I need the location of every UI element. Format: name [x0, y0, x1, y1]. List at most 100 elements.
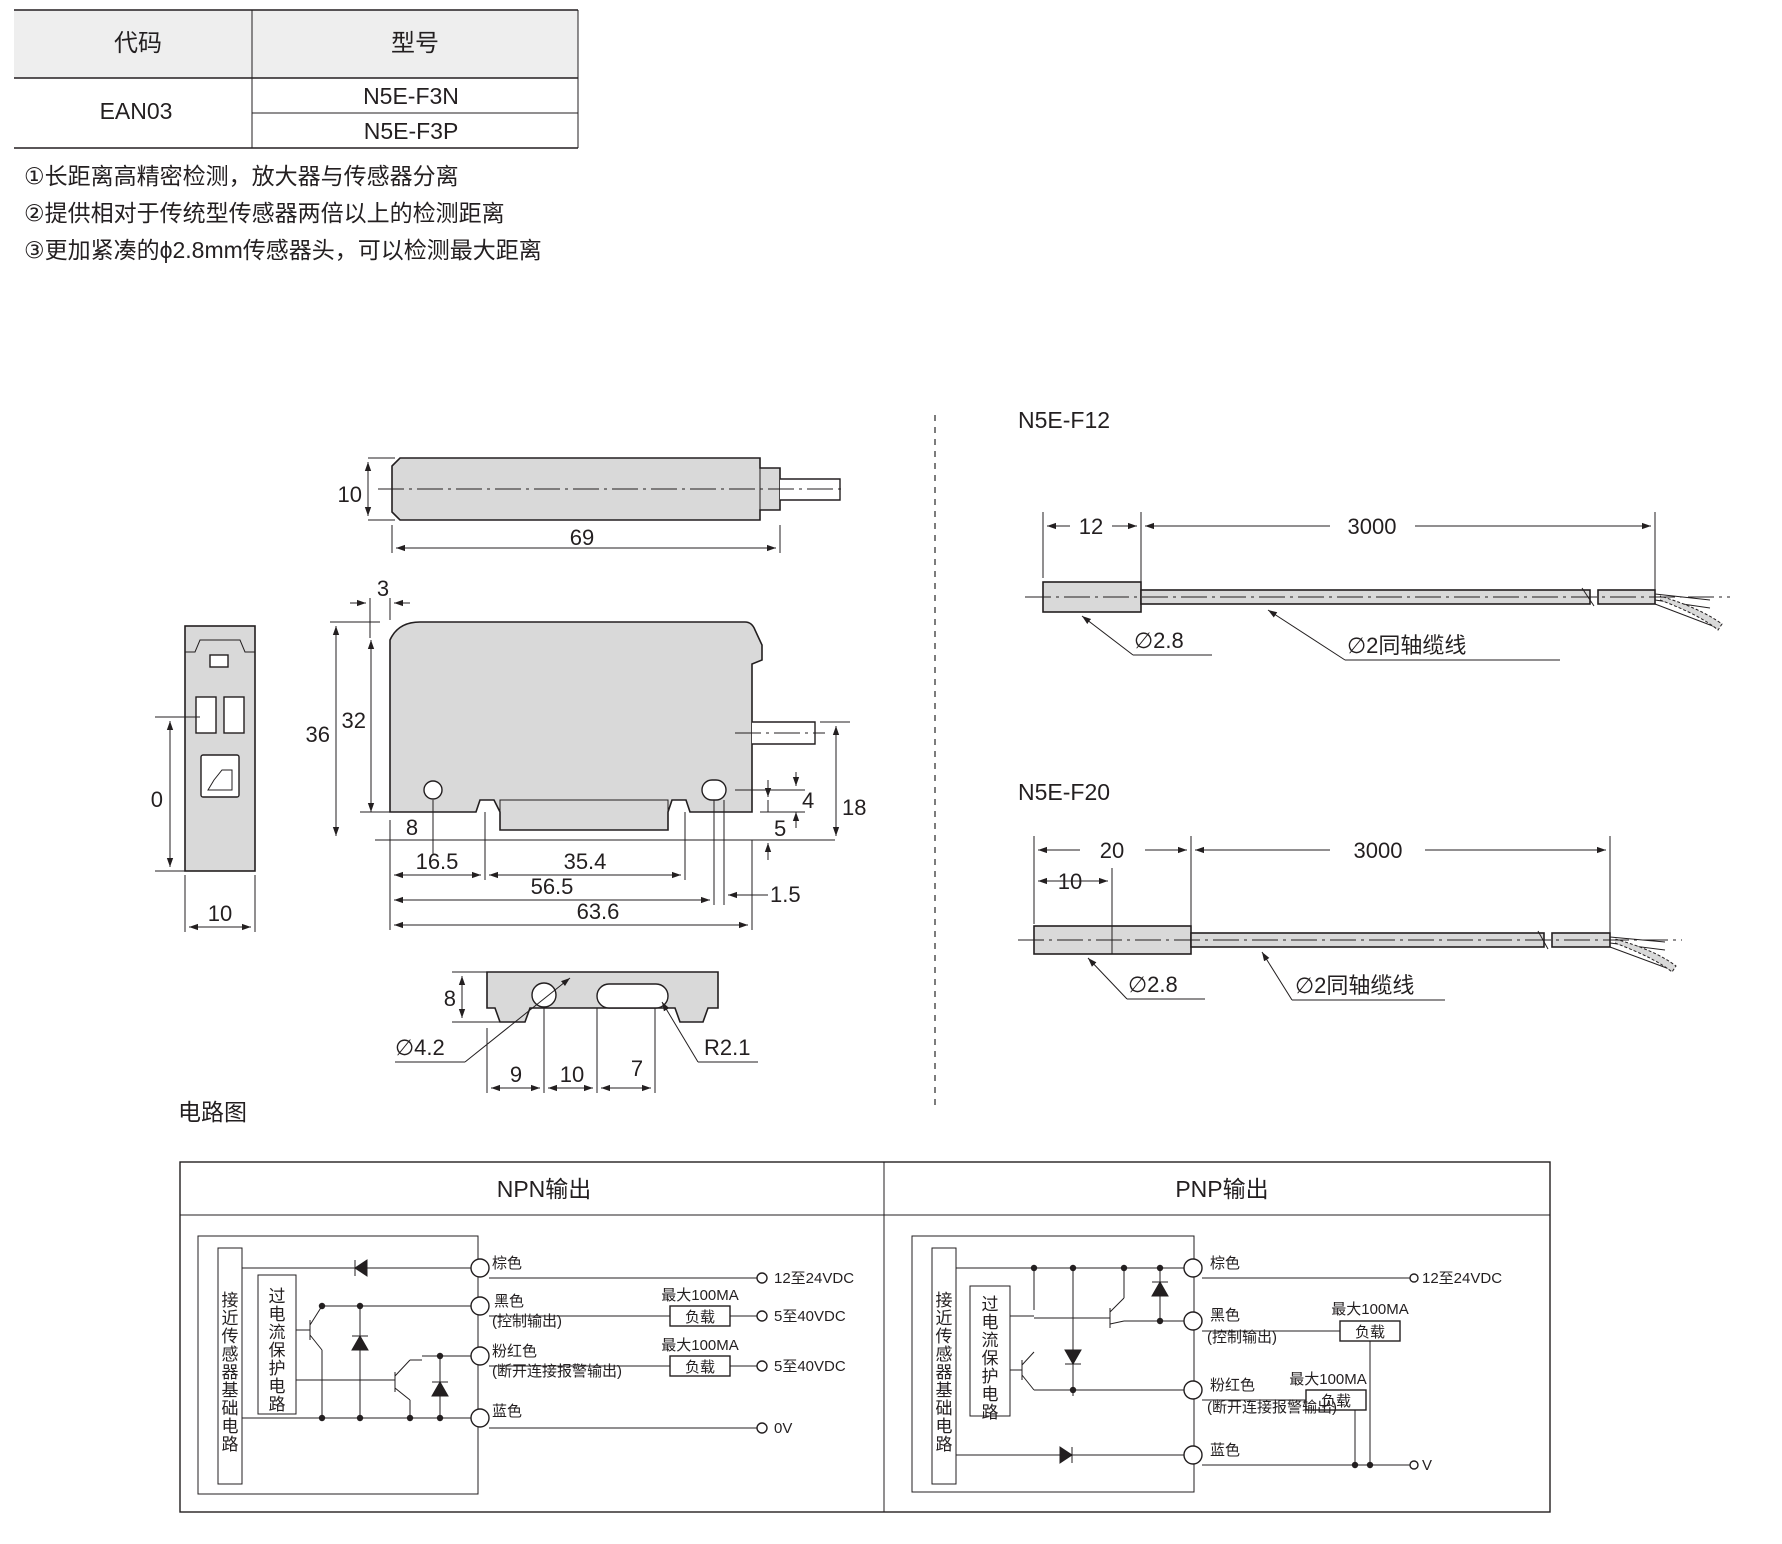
pnp-circuit: 接近传感器基础电路 过电流保护电路 — [911, 1235, 1502, 1493]
dim-hole-offset: 8 — [406, 815, 418, 840]
sensor-cable — [1140, 589, 1591, 605]
dim-63-6: 63.6 — [577, 899, 620, 924]
npn-protect-label: 过电流保护电路 — [269, 1287, 286, 1414]
dim-7: 7 — [631, 1056, 643, 1081]
voltage-label: 0V — [774, 1420, 792, 1437]
mount-hole — [423, 780, 443, 800]
dim-56-5: 56.5 — [531, 874, 574, 899]
feature-item: ①长距离高精密检测，放大器与传感器分离 — [24, 163, 459, 189]
sensor-f12: N5E-F12 12 3000 ∅2.8 ∅2同轴缆线 — [1018, 407, 1730, 661]
wire-pink-note: (断开连接报警输出) — [492, 1363, 622, 1380]
npn-header: NPN输出 — [497, 1176, 592, 1202]
dim-foot-height: 5 — [774, 816, 786, 841]
dim-side-height: 0 — [151, 787, 163, 812]
amplifier-side-body — [184, 625, 256, 872]
dim-side-width: 10 — [208, 901, 232, 926]
dim-hole-height: 4 — [802, 788, 814, 813]
feature-item: ③更加紧凑的ϕ2.8mm传感器头，可以检测最大距离 — [24, 237, 542, 263]
display-digit — [195, 696, 217, 734]
display-digit — [223, 696, 245, 734]
voltage-label: 5至40VDC — [774, 1358, 846, 1375]
npn-circuit: 接近传感器基础电路 过电流保护电路 — [197, 1235, 854, 1495]
dim-hole-dia: ∅4.2 — [395, 1035, 445, 1060]
voltage-label: 5至40VDC — [774, 1308, 846, 1325]
wire-pink: 粉红色 — [1210, 1377, 1255, 1394]
load-label: 负载 — [1355, 1324, 1385, 1341]
load-label: 负载 — [1321, 1393, 1351, 1410]
dim-head-dia: ∅2.8 — [1134, 628, 1184, 653]
wire-pink: 粉红色 — [492, 1343, 537, 1360]
feature-clip: ③更加紧凑的ϕ2.8mm传感器头，可以检测最大距离 — [24, 237, 542, 263]
side-view: 0 10 — [151, 625, 256, 932]
dim-chamfer: 3 — [377, 576, 389, 601]
sensor-symbol-icon — [200, 754, 240, 798]
dim-radius: R2.1 — [704, 1035, 750, 1060]
max-current: 最大100MA — [661, 1287, 739, 1304]
voltage-label: 12至24VDC — [1422, 1270, 1502, 1287]
table-header-code: 代码 — [114, 30, 162, 57]
dim-height: 36 — [306, 722, 330, 747]
front-view: 36 32 3 18 4 5 8 16.5 35.4 56.5 1.5 — [306, 576, 866, 930]
dim-body-height: 32 — [342, 708, 366, 733]
bottom-view: 8 ∅4.2 9 10 7 R2.1 — [395, 971, 758, 1093]
dim-cable-height: 18 — [842, 795, 866, 820]
dim-head-dia: ∅2.8 — [1128, 972, 1178, 997]
pnp-header: PNP输出 — [1175, 1176, 1268, 1202]
table-header-bg — [14, 10, 578, 78]
dim-10: 10 — [560, 1062, 584, 1087]
cable-spec: ∅2同轴缆线 — [1295, 973, 1414, 998]
sensor-model-label: N5E-F20 — [1018, 779, 1110, 805]
dim-head-length: 12 — [1079, 514, 1103, 539]
wire-black-note: (控制输出) — [492, 1313, 562, 1330]
wire-black-note: (控制输出) — [1207, 1329, 1277, 1346]
top-view: 10 69 — [338, 457, 845, 553]
cable-spec: ∅2同轴缆线 — [1347, 633, 1466, 658]
load-label: 负载 — [685, 1359, 715, 1376]
wire-blue: 蓝色 — [492, 1403, 522, 1420]
table-model-cell: N5E-F3N — [363, 83, 459, 109]
feature-list: ①长距离高精密检测，放大器与传感器分离 ②提供相对于传统型传感器两倍以上的检测距… — [24, 163, 542, 263]
npn-inner-label: 接近传感器基础电路 — [222, 1291, 239, 1454]
dim-35-4: 35.4 — [564, 849, 607, 874]
max-current: 最大100MA — [661, 1337, 739, 1354]
wire-pink-note: (断开连接报警输出) — [1207, 1399, 1337, 1416]
wire-black: 黑色 — [1210, 1307, 1240, 1324]
sensor-f20: N5E-F20 20 10 3000 ∅2.8 ∅2同轴缆线 — [1018, 779, 1682, 1001]
dim-cable-length: 3000 — [1348, 514, 1397, 539]
wire-black: 黑色 — [494, 1293, 524, 1310]
dim-slot-width: 1.5 — [770, 882, 801, 907]
indicator-led — [209, 654, 229, 668]
feature-item: ②提供相对于传统型传感器两倍以上的检测距离 — [24, 200, 505, 226]
dim-head-length: 20 — [1100, 838, 1124, 863]
load-label: 负载 — [685, 1309, 715, 1326]
wire-brown: 棕色 — [1210, 1255, 1240, 1272]
dim-cable-length: 3000 — [1354, 838, 1403, 863]
dim-inner-length: 10 — [1058, 869, 1082, 894]
sensor-model-label: N5E-F12 — [1018, 407, 1110, 433]
circuit-title: 电路图 — [178, 1099, 247, 1125]
dim-bracket-height: 8 — [444, 986, 456, 1011]
table-model-cell: N5E-F3P — [364, 118, 459, 144]
model-table: 代码 型号 EAN03 N5E-F3N N5E-F3P — [14, 9, 579, 149]
table-code-cell: EAN03 — [100, 98, 173, 124]
wire-blue: 蓝色 — [1210, 1442, 1240, 1459]
dim-9: 9 — [510, 1062, 522, 1087]
pnp-load — [1305, 1389, 1367, 1411]
bracket-hole — [531, 982, 557, 1008]
max-current: 最大100MA — [1289, 1371, 1367, 1388]
dim-length: 69 — [570, 525, 594, 550]
pnp-protect-label: 过电流保护电路 — [982, 1295, 999, 1422]
voltage-label: 12至24VDC — [774, 1270, 854, 1287]
bracket-slot — [596, 983, 669, 1009]
max-current: 最大100MA — [1331, 1301, 1409, 1318]
dim-thickness: 10 — [338, 482, 362, 507]
dim-16-5: 16.5 — [416, 849, 459, 874]
amplifier-front-body — [389, 621, 763, 831]
table-header-model: 型号 — [391, 30, 439, 57]
circuit-frame: NPN输出 PNP输出 — [179, 1161, 1551, 1513]
wire-brown: 棕色 — [492, 1255, 522, 1272]
pnp-inner-label: 接近传感器基础电路 — [936, 1291, 953, 1454]
mount-slot — [701, 779, 727, 801]
voltage-label: V — [1422, 1457, 1432, 1474]
